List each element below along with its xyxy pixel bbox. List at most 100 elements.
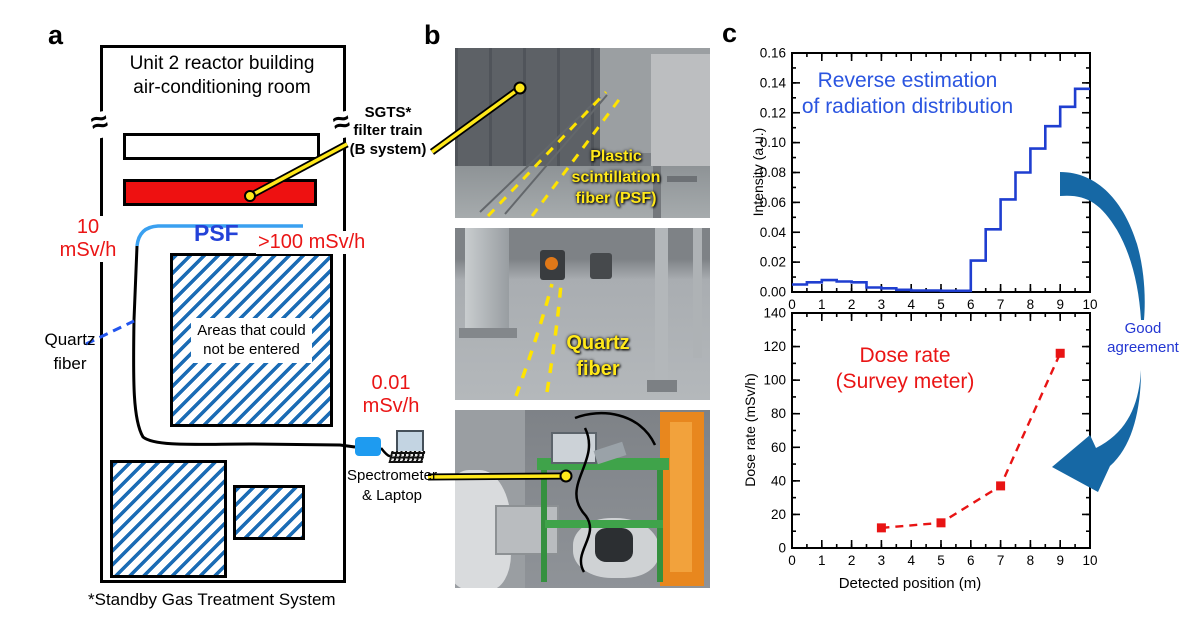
sgts-line3: (B system) <box>349 140 427 158</box>
room-title-line2: air-conditioning room <box>133 77 311 99</box>
y-tick-label: 0.08 <box>760 165 786 180</box>
quartz-caption-line2: fiber <box>576 358 620 380</box>
no-entry-label: Areas that could not be entered <box>191 317 312 363</box>
sgts-line2: filter train <box>353 122 423 140</box>
photo2-pillar <box>655 228 668 386</box>
no-entry-area-box: Areas that could not be entered <box>170 253 333 427</box>
no-entry-area-box <box>233 485 305 540</box>
panel-c-label: c <box>722 18 738 48</box>
sgts-footnote: *Standby Gas Treatment System <box>88 590 336 609</box>
dose-10-unit: mSv/h <box>59 239 117 261</box>
top-title-line1: Reverse estimation <box>817 69 998 92</box>
agreement-line2: agreement <box>1107 338 1179 356</box>
y-tick-label: 0 <box>778 541 786 556</box>
dose-rate-100-label: >100 mSv/h <box>256 231 368 254</box>
x-tick-label: 3 <box>878 297 886 310</box>
x-tick-label: 4 <box>907 553 915 568</box>
x-tick-label: 2 <box>848 297 856 310</box>
photo3-table-shelf <box>545 520 663 528</box>
photo2-pillar-base <box>647 380 677 392</box>
x-tick-label: 7 <box>997 553 1005 568</box>
psf-photo-caption: Plastic scintillation fiber (PSF) <box>560 146 672 209</box>
photo2-pillar <box>693 228 702 358</box>
x-tick-label: 6 <box>967 553 975 568</box>
x-tick-label: 1 <box>818 297 826 310</box>
data-point-marker <box>1055 348 1065 358</box>
no-entry-line2: not be entered <box>203 341 300 358</box>
bottom-chart-ylabel: Dose rate (mSv/h) <box>742 373 758 487</box>
x-tick-label: 1 <box>818 553 826 568</box>
photo2-pillar-base <box>459 328 517 338</box>
y-tick-label: 0.14 <box>760 75 787 90</box>
photo3-metal-box <box>495 505 559 555</box>
x-tick-label: 10 <box>1082 553 1097 568</box>
photo-spectrometer-setup <box>455 410 710 588</box>
top-chart-title: Reverse estimation of radiation distribu… <box>795 68 1020 121</box>
x-tick-label: 7 <box>997 297 1005 310</box>
panel-b-label: b <box>424 20 441 50</box>
sgts-line1: SGTS* <box>364 104 412 121</box>
y-tick-label: 40 <box>771 473 786 488</box>
laptop-keyboard-icon <box>388 451 426 463</box>
y-tick-label: 80 <box>771 406 786 421</box>
quartz-fiber-label: Quartz fiber <box>38 328 102 376</box>
bottom-title-line1: Dose rate <box>859 344 951 367</box>
photo2-large-pillar <box>465 228 509 334</box>
photo3-laptop <box>551 432 597 464</box>
x-tick-label: 5 <box>937 553 945 568</box>
dashed-series-line <box>881 352 1062 530</box>
photo3-table-leg <box>541 470 547 582</box>
photo2-dark-object <box>590 253 612 279</box>
psf-label: PSF <box>194 220 239 246</box>
quartz-photo-caption: Quartz fiber <box>548 330 648 382</box>
dose-rate-001-label: 0.01 mSv/h <box>352 372 430 418</box>
photo3-orange-frame-inner <box>670 422 692 572</box>
x-tick-label: 8 <box>1027 297 1035 310</box>
x-tick-label: 9 <box>1056 553 1064 568</box>
psf-caption-line2: scintillation <box>571 169 661 187</box>
y-tick-label: 0.12 <box>760 105 786 120</box>
dose-10-value: 10 <box>76 216 100 238</box>
psf-caption-line3: fiber (PSF) <box>575 190 657 208</box>
x-tick-label: 3 <box>878 553 886 568</box>
psf-caption-line1: Plastic <box>590 148 642 165</box>
x-tick-label: 5 <box>937 297 945 310</box>
spectrometer-laptop-label: Spectrometer & Laptop <box>342 466 442 505</box>
room-title: Unit 2 reactor building air-conditioning… <box>108 52 336 101</box>
data-point-marker <box>876 523 886 533</box>
filter-train-a-box <box>123 133 320 160</box>
top-chart-ylabel: Intensity (a.u.) <box>750 127 766 217</box>
spectrometer-icon <box>355 437 381 456</box>
dose-001-unit: mSv/h <box>362 395 420 417</box>
room-title-line1: Unit 2 reactor building <box>129 53 315 74</box>
quartz-line1: Quartz <box>44 330 96 349</box>
panel-a-label: a <box>48 20 64 50</box>
y-tick-label: 0.16 <box>760 46 786 61</box>
y-tick-label: 20 <box>771 507 786 522</box>
y-tick-label: 0.02 <box>760 255 786 270</box>
x-tick-label: 4 <box>907 297 915 310</box>
top-title-line2: of radiation distribution <box>801 95 1014 119</box>
agreement-line1: Good <box>1124 320 1162 337</box>
quartz-line2: fiber <box>53 353 87 373</box>
spec-line1: Spectrometer <box>346 467 438 484</box>
y-tick-label: 100 <box>763 373 786 388</box>
x-tick-label: 0 <box>788 297 796 310</box>
spec-line2: & Laptop <box>361 486 423 504</box>
photo1-pipe <box>667 176 697 182</box>
y-tick-label: 140 <box>763 306 786 321</box>
sgts-label: SGTS* filter train (B system) <box>346 104 430 159</box>
x-tick-label: 6 <box>967 297 975 310</box>
wall-break-icon: ≈ <box>84 105 116 141</box>
photo3-dark-equipment <box>595 528 633 562</box>
x-tick-label: 0 <box>788 553 796 568</box>
y-tick-label: 0.10 <box>760 135 786 150</box>
dose-rate-10-label: 10 mSv/h <box>50 216 126 262</box>
photo2-drum-face <box>545 257 558 270</box>
bottom-chart-title: Dose rate (Survey meter) <box>805 343 1005 396</box>
y-tick-label: 0.04 <box>760 225 787 240</box>
y-tick-label: 0.06 <box>760 195 786 210</box>
good-agreement-label: Good agreement <box>1093 320 1193 358</box>
